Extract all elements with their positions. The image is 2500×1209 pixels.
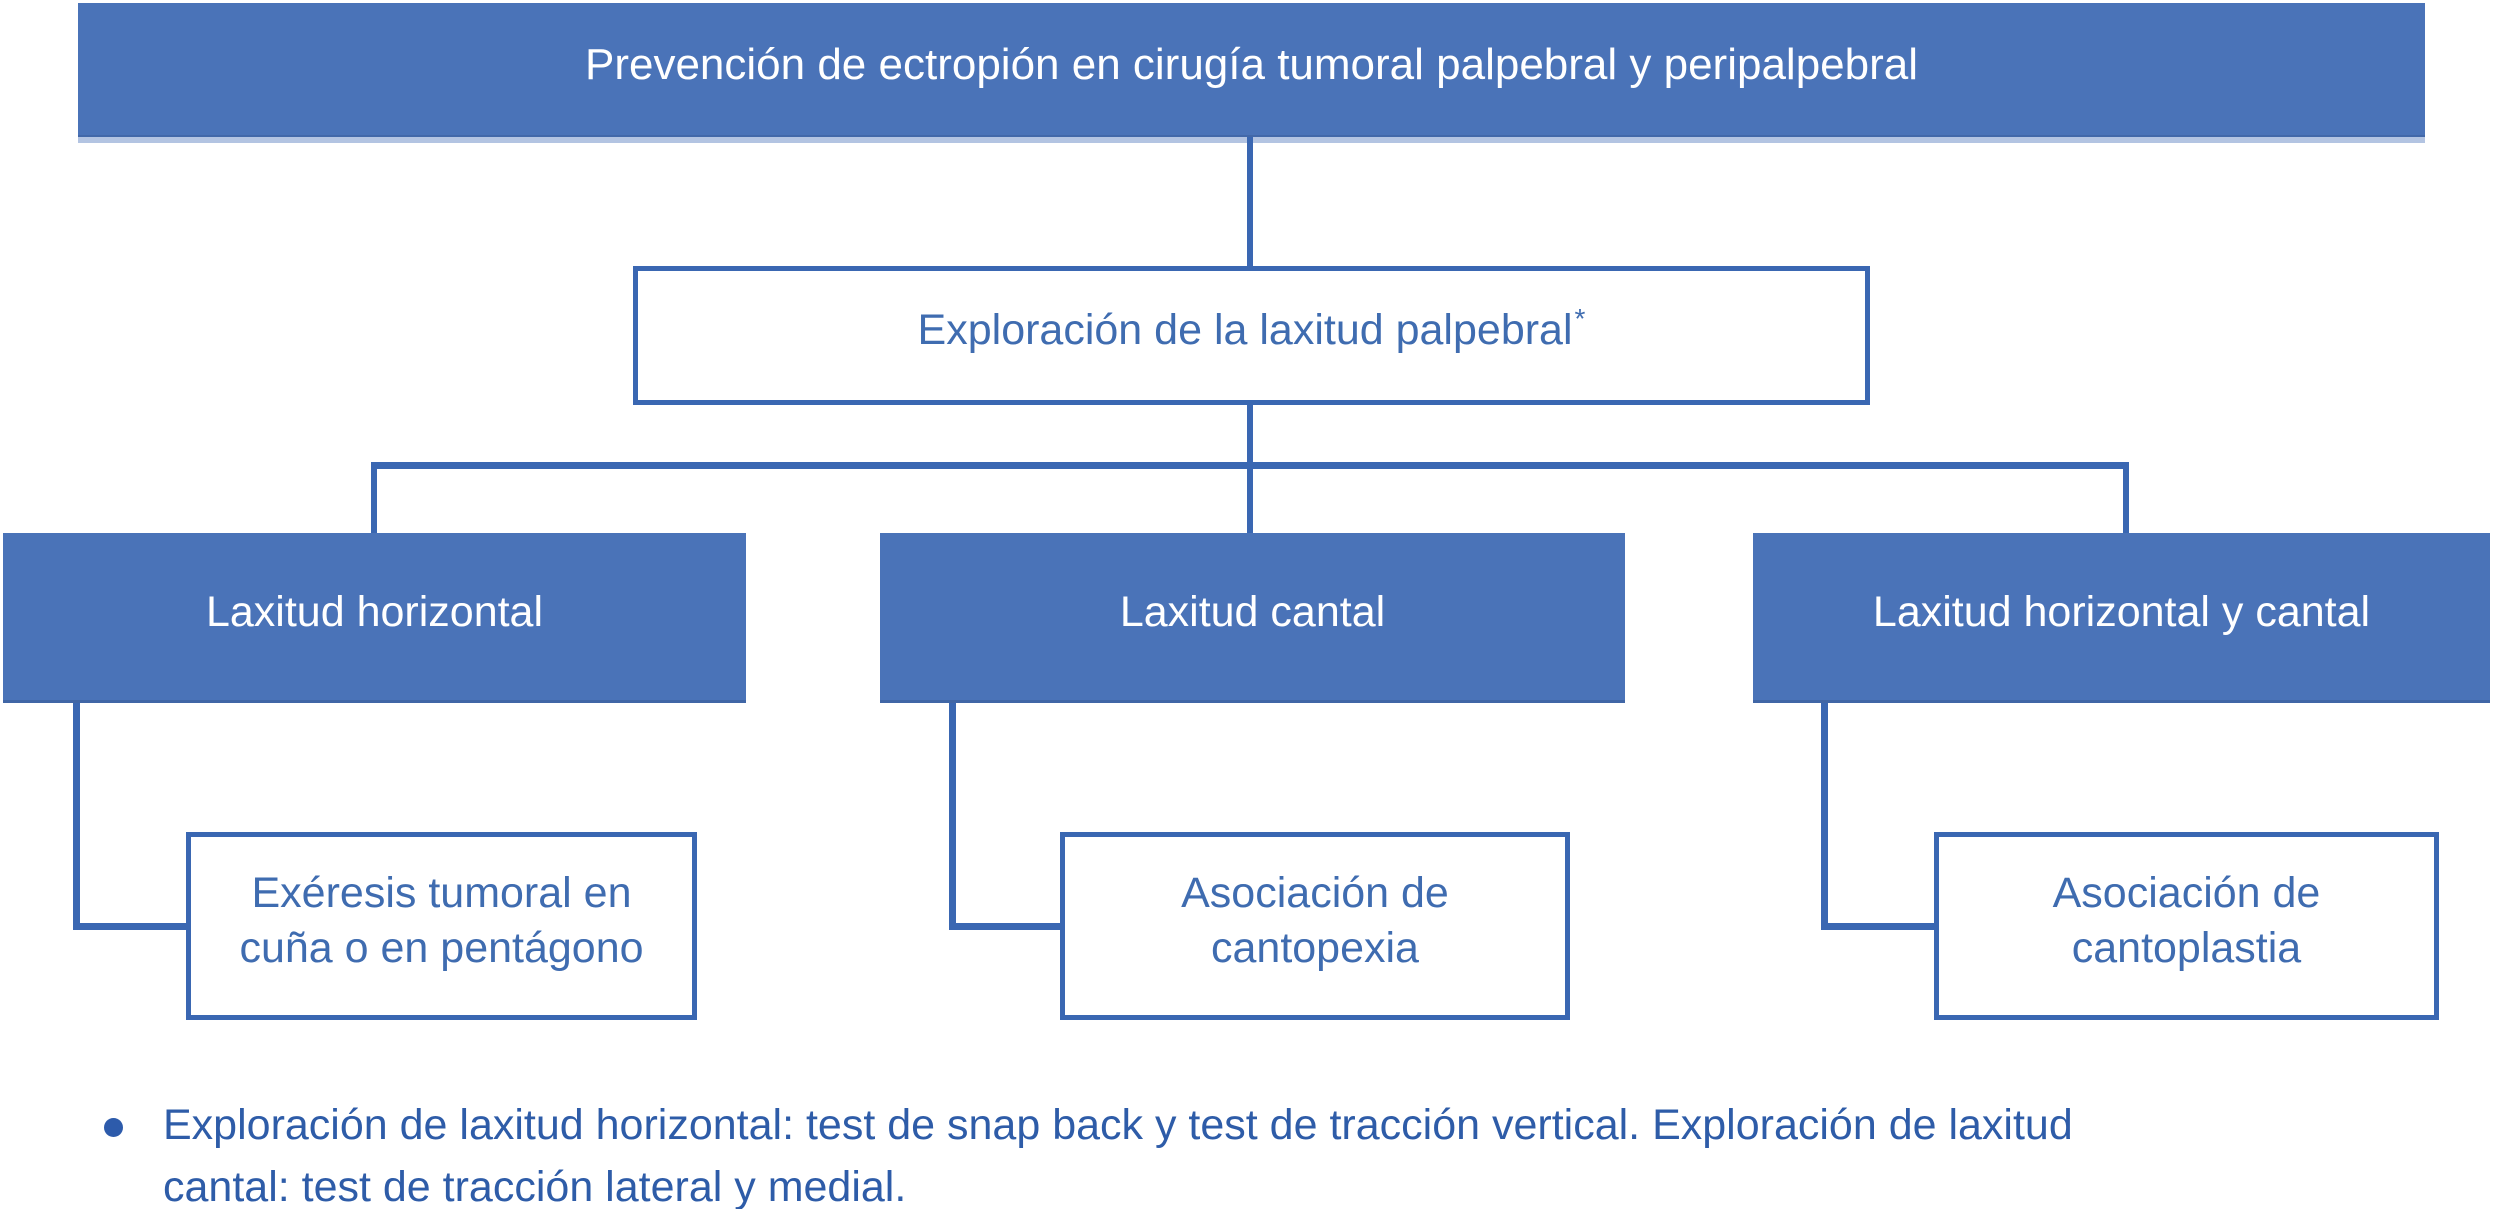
node-action-cantoplastia-line2: cantoplastia	[2071, 924, 2302, 972]
bullet-icon	[104, 1118, 123, 1137]
node-root-label: Prevención de ectropión en cirugía tumor…	[584, 39, 1919, 89]
node-action-cantoplastia-line1: Asociación de	[2052, 868, 2321, 917]
connector-exploration-to-branch	[1247, 405, 1253, 465]
node-category-horizontal-cantal-label: Laxitud horizontal y cantal	[1872, 588, 2371, 637]
footnote: Exploración de laxitud horizontal: test …	[104, 1094, 2284, 1209]
node-root: Prevención de ectropión en cirugía tumor…	[78, 3, 2425, 137]
footnote-line2: cantal: test de tracción lateral y media…	[163, 1163, 907, 1209]
node-category-cantal-label: Laxitud cantal	[1119, 588, 1386, 637]
node-action-cantopexia-line2: cantopexia	[1210, 924, 1419, 972]
elbow-right-horizontal	[1821, 923, 1934, 930]
node-action-exeresis: Exéresis tumoral en cuña o en pentágono	[186, 832, 697, 1020]
node-action-cantoplastia: Asociación de cantoplastia	[1934, 832, 2439, 1020]
connector-drop-right	[2123, 462, 2129, 534]
connector-drop-left	[371, 462, 377, 534]
connector-root-to-exploration	[1247, 137, 1253, 266]
node-action-exeresis-line1: Exéresis tumoral en	[251, 868, 632, 917]
connector-drop-center	[1247, 462, 1253, 534]
elbow-left-vertical	[73, 703, 80, 930]
node-exploration: Exploración de la laxitud palpebral*	[633, 266, 1870, 405]
node-action-cantopexia-line1: Asociación de	[1181, 868, 1449, 917]
node-exploration-label: Exploración de la laxitud palpebral	[917, 305, 1573, 354]
node-action-cantopexia: Asociación de cantopexia	[1060, 832, 1570, 1020]
node-action-exeresis-line2: cuña o en pentágono	[239, 924, 644, 972]
node-category-horizontal-label: Laxitud horizontal	[205, 588, 544, 637]
node-category-horizontal: Laxitud horizontal	[3, 533, 746, 703]
elbow-center-vertical	[949, 703, 956, 930]
footnote-line1: Exploración de laxitud horizontal: test …	[163, 1101, 2073, 1149]
elbow-center-horizontal	[949, 923, 1060, 930]
footnote-marker: *	[1574, 302, 1586, 334]
elbow-left-horizontal	[73, 923, 186, 930]
node-category-cantal: Laxitud cantal	[880, 533, 1625, 703]
elbow-right-vertical	[1821, 703, 1828, 930]
node-category-horizontal-cantal: Laxitud horizontal y cantal	[1753, 533, 2490, 703]
